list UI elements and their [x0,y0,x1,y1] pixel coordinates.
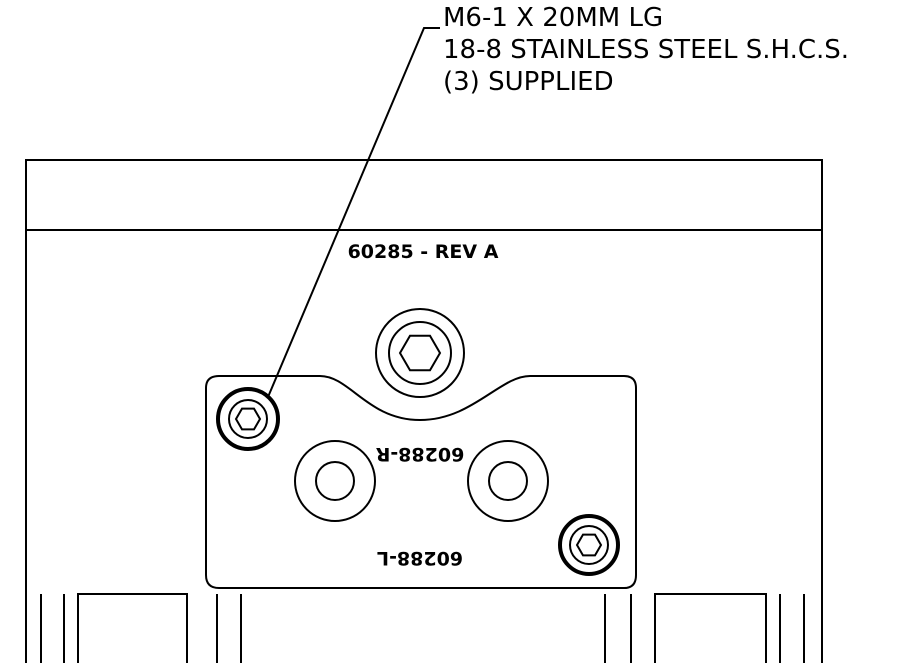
top-center-screw [375,308,465,398]
part-number-engraving: 60285 - REV A [348,241,499,263]
part-l-engraving: 60288-L [377,547,463,569]
dowel-hole-left [294,440,376,522]
callout-line-3: (3) SUPPLIED [443,67,614,97]
callout-leader-line [267,27,440,398]
screw-left [216,387,280,451]
clamp-plate [205,375,637,589]
callout-line-1: M6-1 X 20MM LG [443,3,664,33]
fastener-callout: M6-1 X 20MM LG 18-8 STAINLESS STEEL S.H.… [443,2,849,98]
bottom-rails [40,593,805,663]
dowel-hole-right [467,440,549,522]
part-r-engraving: 60288-R [375,443,464,465]
callout-line-2: 18-8 STAINLESS STEEL S.H.C.S. [443,35,850,65]
screw-bottom-right [558,514,620,576]
main-block-outline [25,159,823,663]
